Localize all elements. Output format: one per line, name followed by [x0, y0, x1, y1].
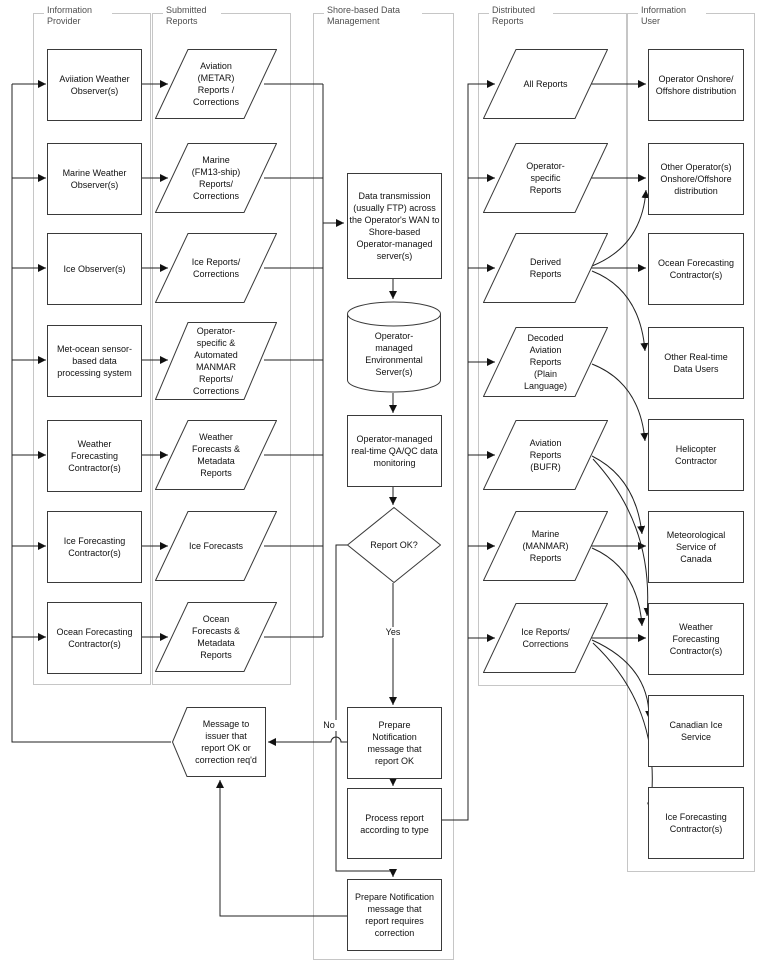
distributed-label-6: Marine (MANMAR) Reports [522, 529, 569, 563]
distributed-parallelogram-4: Decoded Aviation Reports (Plain Language… [483, 327, 608, 397]
provider-label-3: Ice Observer(s) [63, 264, 126, 274]
user-label-8: Canadian Ice Service [669, 720, 723, 742]
environmental-server-cylinder: Operator-managed Environmental Server(s) [347, 301, 441, 393]
submitted-label-4: Operator-specific & Automated MANMAR Rep… [192, 326, 239, 396]
prepare-correction-box: Prepare Notification message that report… [347, 879, 442, 951]
no-edge-label: No [319, 720, 339, 731]
distributed-label-5: Aviation Reports (BUFR) [529, 438, 562, 472]
distributed-parallelogram-2: Operator-specific Reports [483, 143, 608, 213]
submitted-parallelogram-1: Aviation (METAR) Reports / Corrections [155, 49, 277, 119]
distributed-label-4: Decoded Aviation Reports (Plain Language… [523, 333, 568, 391]
environmental-server-label: Operator-managed Environmental Server(s) [365, 331, 423, 377]
user-box-8: Canadian Ice Service [648, 695, 744, 767]
provider-box-4: Met-ocean sensor-based data processing s… [47, 325, 142, 397]
provider-box-5: Weather Forecasting Contractor(s) [47, 420, 142, 492]
user-box-4: Other Real-time Data Users [648, 327, 744, 399]
user-label-3: Ocean Forecasting Contractor(s) [657, 258, 735, 280]
prepare-ok-label: Prepare Notification message that report… [367, 720, 422, 766]
submitted-label-7: Ocean Forecasts & Metadata Reports [191, 614, 240, 660]
user-label-2: Other Operator(s) Onshore/Offshore distr… [660, 162, 732, 196]
distributed-label-2: Operator-specific Reports [526, 161, 565, 195]
user-label-5: Helicopter Contractor [674, 444, 718, 466]
message-to-issuer-label: Message to issuer that report OK or corr… [195, 719, 257, 765]
submitted-parallelogram-7: Ocean Forecasts & Metadata Reports [155, 602, 277, 672]
provider-box-2: Marine Weather Observer(s) [47, 143, 142, 215]
prepare-correction-label: Prepare Notification message that report… [354, 892, 435, 938]
submitted-label-1: Aviation (METAR) Reports / Corrections [192, 61, 239, 107]
provider-label-1: Aviiation Weather Observer(s) [59, 74, 130, 96]
process-report-label: Process report according to type [360, 812, 429, 835]
submitted-label-2: Marine (FM13-ship) Reports/ Corrections [191, 155, 241, 201]
distributed-parallelogram-5: Aviation Reports (BUFR) [483, 420, 608, 490]
user-box-3: Ocean Forecasting Contractor(s) [648, 233, 744, 305]
submitted-label-5: Weather Forecasts & Metadata Reports [191, 432, 240, 478]
group-title-distributed-reports: Distributed Reports [489, 5, 553, 27]
distributed-parallelogram-6: Marine (MANMAR) Reports [483, 511, 608, 581]
user-label-7: Weather Forecasting Contractor(s) [669, 622, 723, 656]
distributed-label-1: All Reports [523, 79, 568, 89]
group-title-information-provider: Information Provider [44, 5, 112, 27]
submitted-parallelogram-6: Ice Forecasts [155, 511, 277, 581]
provider-box-7: Ocean Forecasting Contractor(s) [47, 602, 142, 674]
yes-edge-label: Yes [376, 627, 410, 638]
distributed-parallelogram-1: All Reports [483, 49, 608, 119]
data-transmission-box: Data transmission (usually FTP) across t… [347, 173, 442, 279]
group-information-user: Information User [627, 5, 755, 872]
qaqc-monitoring-label: Operator-managed real-time QA/QC data mo… [351, 434, 438, 468]
submitted-label-6: Ice Forecasts [188, 541, 244, 551]
process-report-box: Process report according to type [347, 788, 442, 859]
group-title-submitted-reports: Submitted Reports [163, 5, 221, 27]
report-ok-decision-diamond: Report OK? [347, 507, 441, 583]
provider-label-5: Weather Forecasting Contractor(s) [68, 439, 121, 473]
distributed-parallelogram-7: Ice Reports/ Corrections [483, 603, 608, 673]
user-label-9: Ice Forecasting Contractor(s) [665, 812, 727, 834]
user-box-9: Ice Forecasting Contractor(s) [648, 787, 744, 859]
provider-box-6: Ice Forecasting Contractor(s) [47, 511, 142, 583]
user-box-1: Operator Onshore/ Offshore distribution [648, 49, 744, 121]
provider-label-7: Ocean Forecasting Contractor(s) [56, 627, 133, 649]
group-title-information-user: Information User [638, 5, 706, 27]
submitted-parallelogram-3: Ice Reports/ Corrections [155, 233, 277, 303]
provider-box-3: Ice Observer(s) [47, 233, 142, 305]
user-label-1: Operator Onshore/ Offshore distribution [655, 74, 737, 96]
provider-label-2: Marine Weather Observer(s) [62, 168, 127, 190]
provider-label-6: Ice Forecasting Contractor(s) [63, 536, 126, 558]
distributed-label-3: Derived Reports [529, 257, 562, 279]
provider-box-1: Aviiation Weather Observer(s) [47, 49, 142, 121]
qaqc-monitoring-box: Operator-managed real-time QA/QC data mo… [347, 415, 442, 487]
user-label-4: Other Real-time Data Users [664, 352, 728, 374]
prepare-ok-box: Prepare Notification message that report… [347, 707, 442, 779]
submitted-label-3: Ice Reports/ Corrections [191, 257, 241, 279]
submitted-parallelogram-4: Operator-specific & Automated MANMAR Rep… [155, 322, 277, 400]
user-box-6: Meteorological Service of Canada [648, 511, 744, 583]
data-transmission-label: Data transmission (usually FTP) across t… [349, 191, 440, 261]
distributed-parallelogram-3: Derived Reports [483, 233, 608, 303]
group-title-shore-based: Shore-based Data Management [324, 5, 422, 27]
user-box-7: Weather Forecasting Contractor(s) [648, 603, 744, 675]
submitted-parallelogram-5: Weather Forecasts & Metadata Reports [155, 420, 277, 490]
user-box-5: Helicopter Contractor [648, 419, 744, 491]
user-box-2: Other Operator(s) Onshore/Offshore distr… [648, 143, 744, 215]
provider-label-4: Met-ocean sensor-based data processing s… [56, 344, 133, 378]
distributed-label-7: Ice Reports/ Corrections [521, 627, 570, 649]
report-ok-decision-label: Report OK? [370, 540, 418, 550]
user-label-6: Meteorological Service of Canada [666, 530, 726, 564]
submitted-parallelogram-2: Marine (FM13-ship) Reports/ Corrections [155, 143, 277, 213]
message-to-issuer-shape: Message to issuer that report OK or corr… [172, 707, 266, 777]
